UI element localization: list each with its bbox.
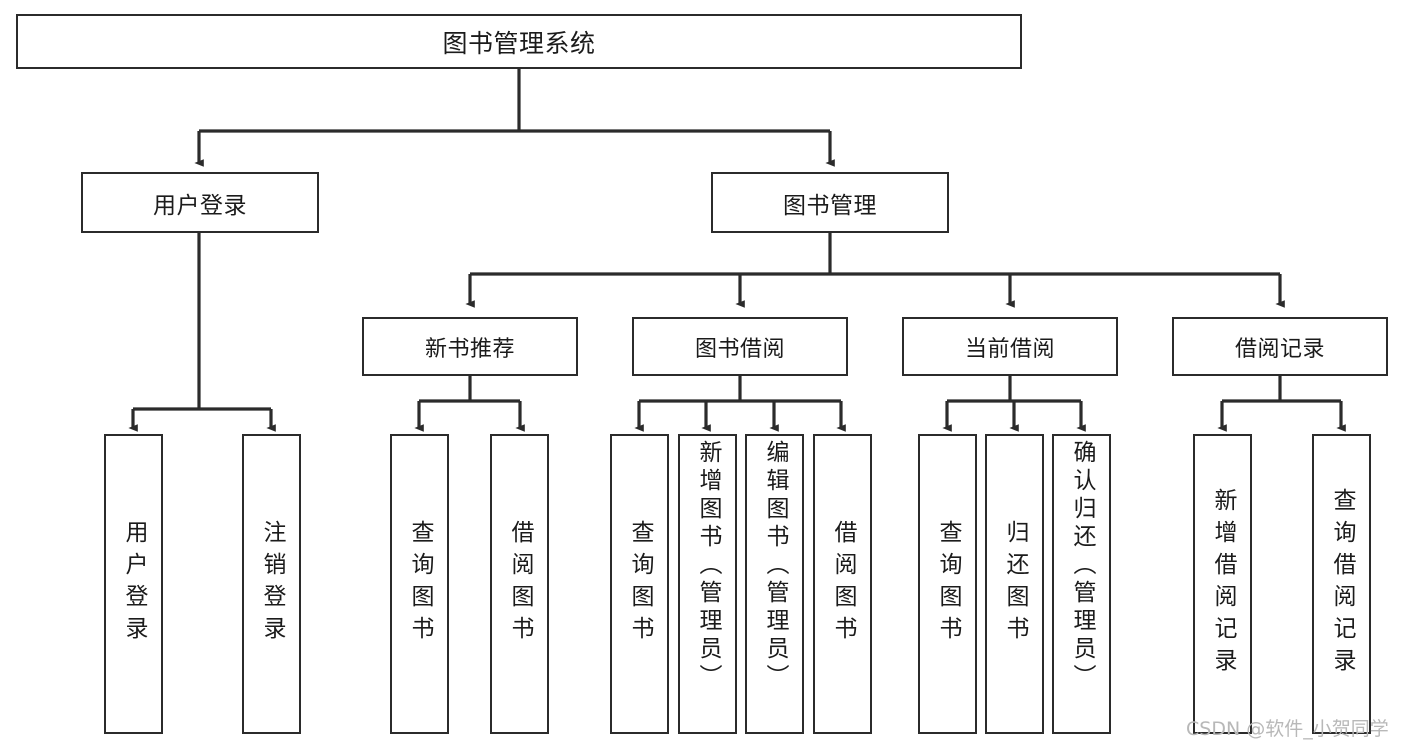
node-label: 确认归还（管理员） [1069, 440, 1095, 692]
node-label: 用户登录 [153, 192, 247, 219]
node-label: 图书管理 [783, 192, 877, 219]
node-label: 查询图书 [935, 520, 961, 648]
node-label: 查询借阅记录 [1329, 488, 1355, 680]
node-user-login[interactable]: 用户登录 [81, 172, 319, 233]
node-label: 新书推荐 [424, 336, 515, 362]
node-label: 新增图书（管理员） [695, 440, 721, 692]
leaf-return-book[interactable]: 归还图书 [985, 434, 1044, 734]
leaf-borrow-book-2[interactable]: 借阅图书 [813, 434, 872, 734]
leaf-add-borrow-record[interactable]: 新增借阅记录 [1193, 434, 1252, 734]
node-label: 查询图书 [407, 520, 433, 648]
leaf-add-book-admin[interactable]: 新增图书（管理员） [678, 434, 737, 734]
node-label: 当前借阅 [964, 336, 1055, 362]
leaf-confirm-return-admin[interactable]: 确认归还（管理员） [1052, 434, 1111, 734]
leaf-user-login[interactable]: 用户登录 [104, 434, 163, 734]
leaf-borrow-book-1[interactable]: 借阅图书 [490, 434, 549, 734]
node-label: 新增借阅记录 [1210, 488, 1236, 680]
leaf-query-borrow-record[interactable]: 查询借阅记录 [1312, 434, 1371, 734]
node-label: 借阅记录 [1234, 336, 1325, 362]
node-current-borrow[interactable]: 当前借阅 [902, 317, 1118, 376]
node-book-borrow[interactable]: 图书借阅 [632, 317, 848, 376]
node-label: 用户登录 [121, 520, 147, 648]
node-borrow-record[interactable]: 借阅记录 [1172, 317, 1388, 376]
node-label: 编辑图书（管理员） [762, 440, 788, 692]
leaf-edit-book-admin[interactable]: 编辑图书（管理员） [745, 434, 804, 734]
node-root-book-management-system[interactable]: 图书管理系统 [16, 14, 1022, 69]
node-label: 注销登录 [259, 520, 285, 648]
leaf-query-book-2[interactable]: 查询图书 [610, 434, 669, 734]
leaf-query-book-1[interactable]: 查询图书 [390, 434, 449, 734]
node-label: 借阅图书 [507, 520, 533, 648]
node-label: 借阅图书 [830, 520, 856, 648]
leaf-user-logout[interactable]: 注销登录 [242, 434, 301, 734]
node-label: 图书借阅 [694, 336, 785, 362]
node-label: 归还图书 [1002, 520, 1028, 648]
node-label: 图书管理系统 [442, 28, 596, 58]
node-label: 查询图书 [627, 520, 653, 648]
node-new-book-recommend[interactable]: 新书推荐 [362, 317, 578, 376]
leaf-query-book-3[interactable]: 查询图书 [918, 434, 977, 734]
watermark-csdn: CSDN @软件_小贺同学 [1186, 718, 1389, 740]
node-book-management[interactable]: 图书管理 [711, 172, 949, 233]
